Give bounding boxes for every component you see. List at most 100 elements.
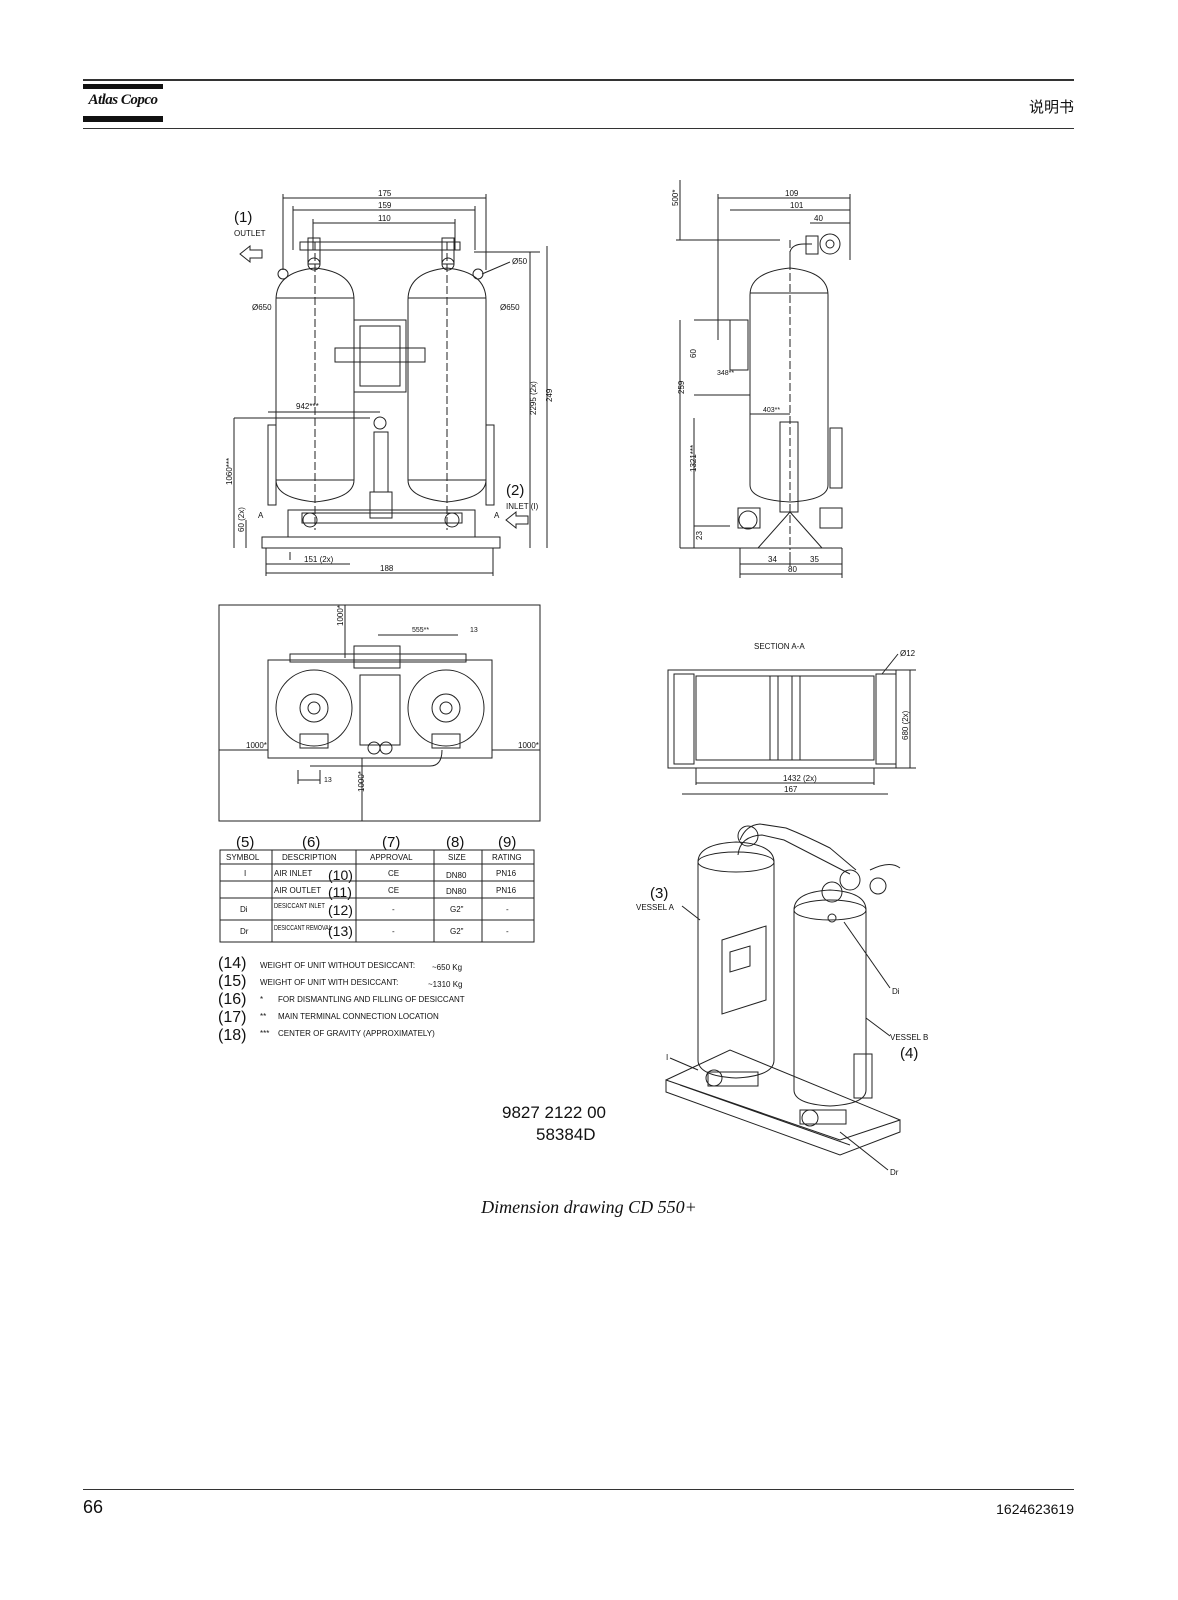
dim-60-side: 60 — [689, 349, 698, 358]
section-a-left: A — [258, 511, 264, 520]
th-symbol: SYMBOL — [226, 853, 260, 862]
dim-101: 101 — [790, 201, 804, 210]
dim-188: 188 — [380, 564, 394, 573]
dim-1321: 1321*** — [689, 445, 698, 472]
note16-text: FOR DISMANTLING AND FILLING OF DESICCANT — [278, 995, 465, 1004]
row3-num: (12) — [328, 902, 353, 918]
note17-num: (17) — [218, 1009, 246, 1026]
note14-text: WEIGHT OF UNIT WITHOUT DESICCANT: — [260, 961, 415, 970]
dim-500: 500* — [671, 190, 680, 206]
col-num-7: (7) — [382, 834, 400, 851]
document-number: 1624623619 — [996, 1501, 1074, 1517]
row1-symbol: I — [244, 869, 246, 878]
th-size: SIZE — [448, 853, 466, 862]
vessel-b-label: VESSEL B — [890, 1033, 928, 1042]
dim-159: 159 — [378, 201, 392, 210]
section-a-right: A — [494, 511, 500, 520]
dim-40: 40 — [814, 214, 823, 223]
dim-d650-left: Ø650 — [252, 303, 272, 312]
row1-approval: CE — [388, 869, 399, 878]
row3-symbol: Di — [240, 905, 248, 914]
outlet-num: (1) — [234, 209, 252, 226]
side-view: 500* 109 101 40 60 348** 259 403** 1321*… — [671, 180, 851, 578]
dim-942: 942*** — [296, 402, 319, 411]
th-description: DESCRIPTION — [282, 853, 337, 862]
dim-1000-bottom: 1000* — [357, 771, 366, 792]
inlet-arrow-icon — [505, 510, 529, 530]
dim-259: 259 — [677, 380, 686, 394]
di-label: Di — [892, 987, 900, 996]
note18-text: CENTER OF GRAVITY (APPROXIMATELY) — [278, 1029, 435, 1038]
dim-13-top: 13 — [470, 627, 478, 634]
dimension-drawing: 175 159 110 Ø50 Ø650 Ø650 942*** — [218, 180, 928, 1177]
dim-1060: 1060*** — [225, 458, 234, 485]
dim-151: 151 (2x) — [304, 555, 334, 564]
dim-249: 249 — [545, 388, 554, 402]
section-a-a: SECTION A-A Ø12 680 (2x) 1432 (2x) 167 — [667, 642, 916, 795]
dim-167: 167 — [784, 785, 798, 794]
dim-2295: 2295 (2x) — [529, 381, 538, 415]
row3-size: G2" — [450, 905, 464, 914]
dim-34: 34 — [768, 555, 777, 564]
inlet-num: (2) — [506, 482, 524, 499]
note18-num: (18) — [218, 1027, 246, 1044]
note16-num: (16) — [218, 991, 246, 1008]
note17-mark: ** — [260, 1012, 266, 1021]
col-num-6: (6) — [302, 834, 320, 851]
drawing-number: 58384D — [536, 1125, 596, 1144]
top-view: 1000* 555** 13 1000* 1000* 13 1000* — [218, 604, 541, 822]
dim-1432: 1432 (2x) — [783, 774, 817, 783]
note18-mark: *** — [260, 1029, 269, 1038]
dim-403: 403** — [763, 407, 780, 414]
row1-size: DN80 — [446, 871, 467, 880]
header-rule-bottom — [83, 128, 1074, 129]
dim-d50: Ø50 — [512, 257, 528, 266]
row1-num: (10) — [328, 867, 353, 883]
note15-value: ~1310 Kg — [428, 980, 462, 989]
row1-rating: PN16 — [496, 869, 517, 878]
dim-680: 680 (2x) — [901, 710, 910, 740]
row4-approval: - — [392, 927, 395, 936]
isometric-view: (3) VESSEL A Di VESSEL B (4) I Dr — [636, 823, 928, 1177]
dr-label: Dr — [890, 1168, 899, 1177]
note15-text: WEIGHT OF UNIT WITH DESICCANT: — [260, 978, 398, 987]
row4-symbol: Dr — [240, 927, 249, 936]
dim-d12: Ø12 — [900, 649, 916, 658]
dim-60: 60 (2x) — [237, 507, 246, 532]
note14-num: (14) — [218, 955, 246, 972]
connection-table: (5) (6) (7) (8) (9) SYMBOL DESCRIPTION A… — [219, 834, 535, 943]
row4-size: G2" — [450, 927, 464, 936]
dim-110: 110 — [378, 214, 391, 223]
note17-text: MAIN TERMINAL CONNECTION LOCATION — [278, 1012, 439, 1021]
row3-approval: - — [392, 905, 395, 914]
page-number: 66 — [83, 1497, 104, 1517]
note16-mark: * — [260, 995, 263, 1004]
row4-rating: - — [506, 927, 509, 936]
th-approval: APPROVAL — [370, 853, 413, 862]
dim-35: 35 — [810, 555, 819, 564]
row3-desc: DESICCANT INLET — [274, 903, 325, 911]
vessel-a-num: (3) — [650, 885, 668, 902]
dim-555: 555** — [412, 627, 429, 634]
row2-desc: AIR OUTLET — [274, 886, 321, 895]
dim-348: 348** — [717, 370, 734, 377]
figure-caption: Dimension drawing CD 550+ — [481, 1197, 697, 1217]
front-view: 175 159 110 Ø50 Ø650 Ø650 942*** — [225, 189, 554, 576]
row4-num: (13) — [328, 923, 353, 939]
note15-num: (15) — [218, 973, 246, 990]
dim-13-bottom: 13 — [324, 777, 332, 784]
note14-value: ~650 Kg — [432, 963, 462, 972]
inlet-label: INLET (I) — [506, 502, 539, 511]
row2-rating: PN16 — [496, 886, 517, 895]
col-num-8: (8) — [446, 834, 464, 851]
row3-rating: - — [506, 905, 509, 914]
th-rating: RATING — [492, 853, 522, 862]
part-number: 9827 2122 00 — [502, 1103, 606, 1122]
dim-175: 175 — [378, 189, 392, 198]
col-num-9: (9) — [498, 834, 516, 851]
dim-23: 23 — [695, 531, 704, 540]
atlas-copco-logo: Atlas Copco — [83, 84, 163, 124]
row2-num: (11) — [328, 884, 352, 900]
row2-size: DN80 — [446, 887, 467, 896]
outlet-arrow-icon — [239, 244, 263, 264]
